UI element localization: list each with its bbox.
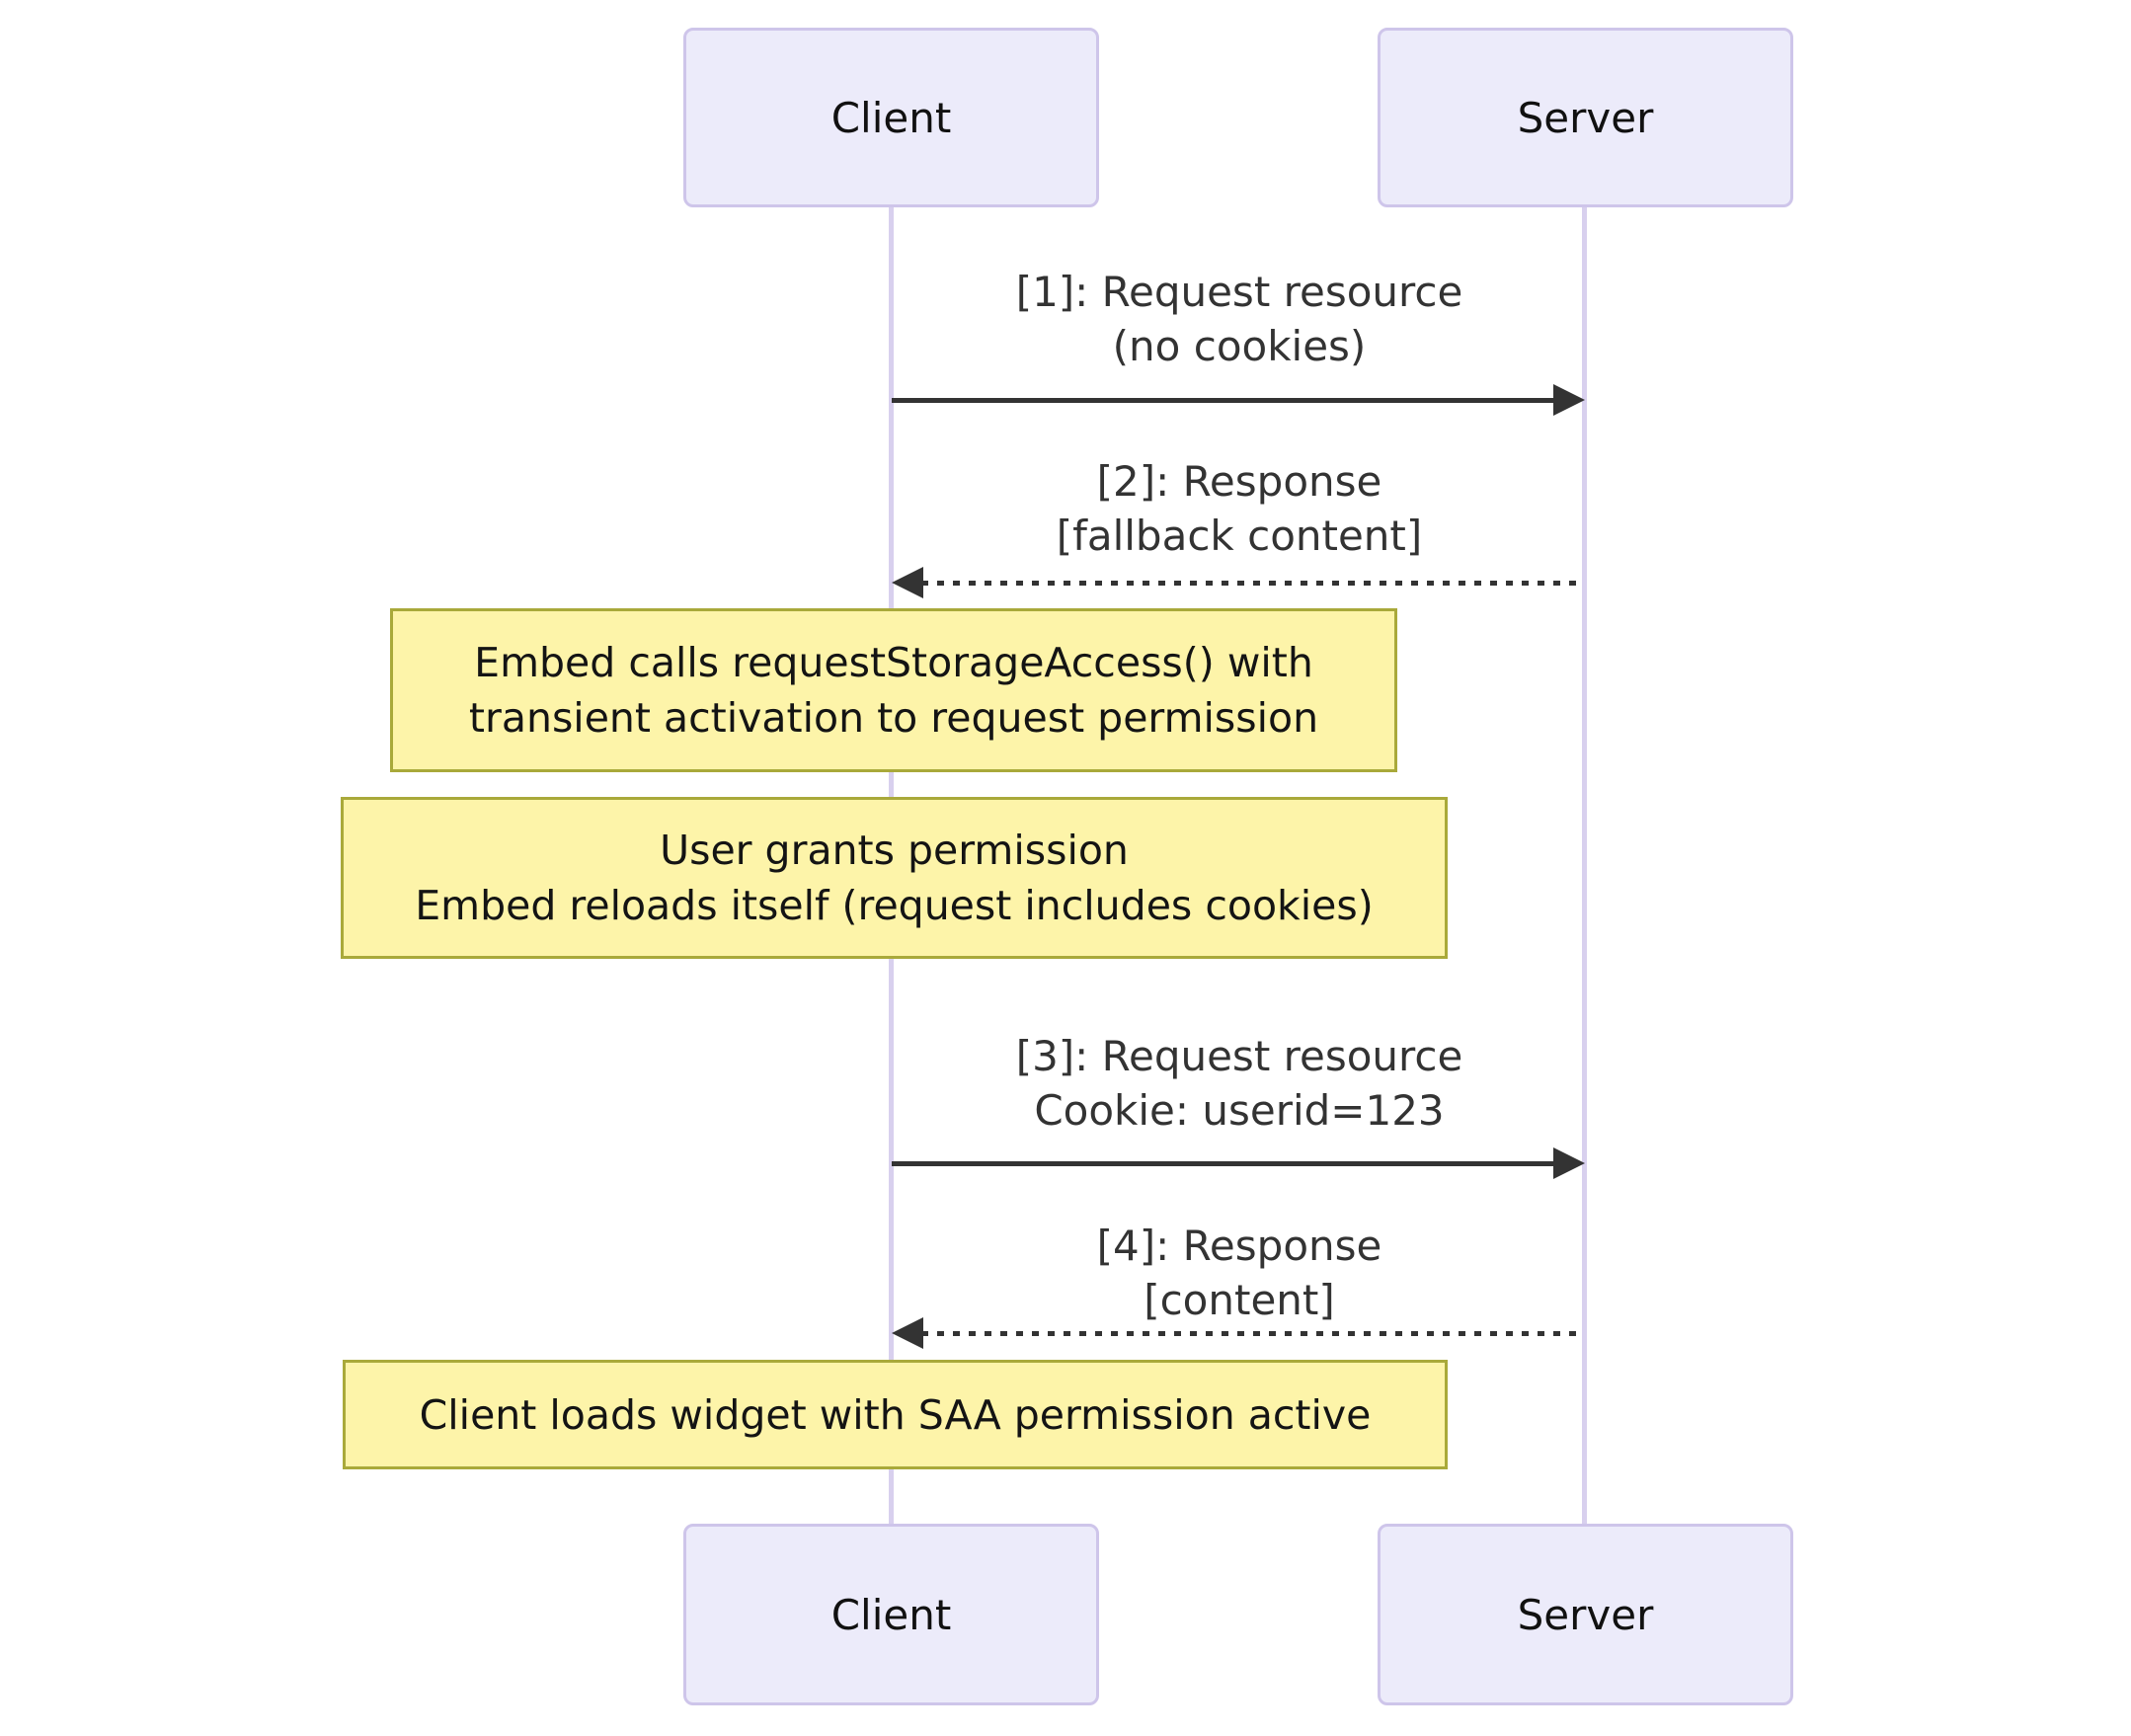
actor-box-client-top: Client — [683, 28, 1099, 207]
message-1-label: [1]: Request resource (no cookies) — [892, 265, 1587, 373]
note-request-storage-access: Embed calls requestStorageAccess() with … — [390, 608, 1397, 772]
arrowhead-right-icon — [1553, 384, 1585, 416]
note-user-grants-permission: User grants permission Embed reloads its… — [341, 797, 1448, 959]
message-1-arrow-shaft — [892, 398, 1555, 403]
message-4-line1: [4]: Response — [1096, 1222, 1382, 1270]
message-1-line2: (no cookies) — [1112, 322, 1367, 370]
note-2-line1: User grants permission — [660, 827, 1129, 874]
message-4-arrow-shaft — [921, 1331, 1585, 1336]
actor-label-server-top: Server — [1517, 93, 1654, 142]
actor-box-client-bottom: Client — [683, 1524, 1099, 1705]
arrowhead-left-icon — [892, 1317, 923, 1349]
arrowhead-right-icon — [1553, 1147, 1585, 1179]
note-2-line2: Embed reloads itself (request includes c… — [415, 882, 1374, 929]
message-3-line1: [3]: Request resource — [1015, 1032, 1463, 1080]
message-2-label: [2]: Response [fallback content] — [892, 454, 1587, 563]
message-2-line2: [fallback content] — [1056, 512, 1423, 560]
note-1-line1: Embed calls requestStorageAccess() with — [474, 639, 1313, 686]
message-4-label: [4]: Response [content] — [892, 1219, 1587, 1327]
note-3-line1: Client loads widget with SAA permission … — [419, 1390, 1372, 1439]
lifeline-server — [1582, 207, 1587, 1524]
note-client-loads-widget: Client loads widget with SAA permission … — [343, 1360, 1448, 1469]
actor-box-server-top: Server — [1378, 28, 1793, 207]
message-4-line2: [content] — [1144, 1276, 1335, 1324]
actor-label-client-top: Client — [830, 93, 952, 142]
arrowhead-left-icon — [892, 567, 923, 598]
note-1-line2: transient activation to request permissi… — [468, 694, 1319, 742]
message-3-label: [3]: Request resource Cookie: userid=123 — [892, 1029, 1587, 1138]
message-3-arrow-shaft — [892, 1161, 1555, 1166]
message-3-line2: Cookie: userid=123 — [1034, 1086, 1445, 1135]
actor-label-server-bottom: Server — [1517, 1590, 1654, 1639]
message-1-line1: [1]: Request resource — [1015, 268, 1463, 316]
message-2-line1: [2]: Response — [1096, 457, 1382, 506]
actor-label-client-bottom: Client — [830, 1590, 952, 1639]
message-2-arrow-shaft — [921, 581, 1585, 586]
actor-box-server-bottom: Server — [1378, 1524, 1793, 1705]
